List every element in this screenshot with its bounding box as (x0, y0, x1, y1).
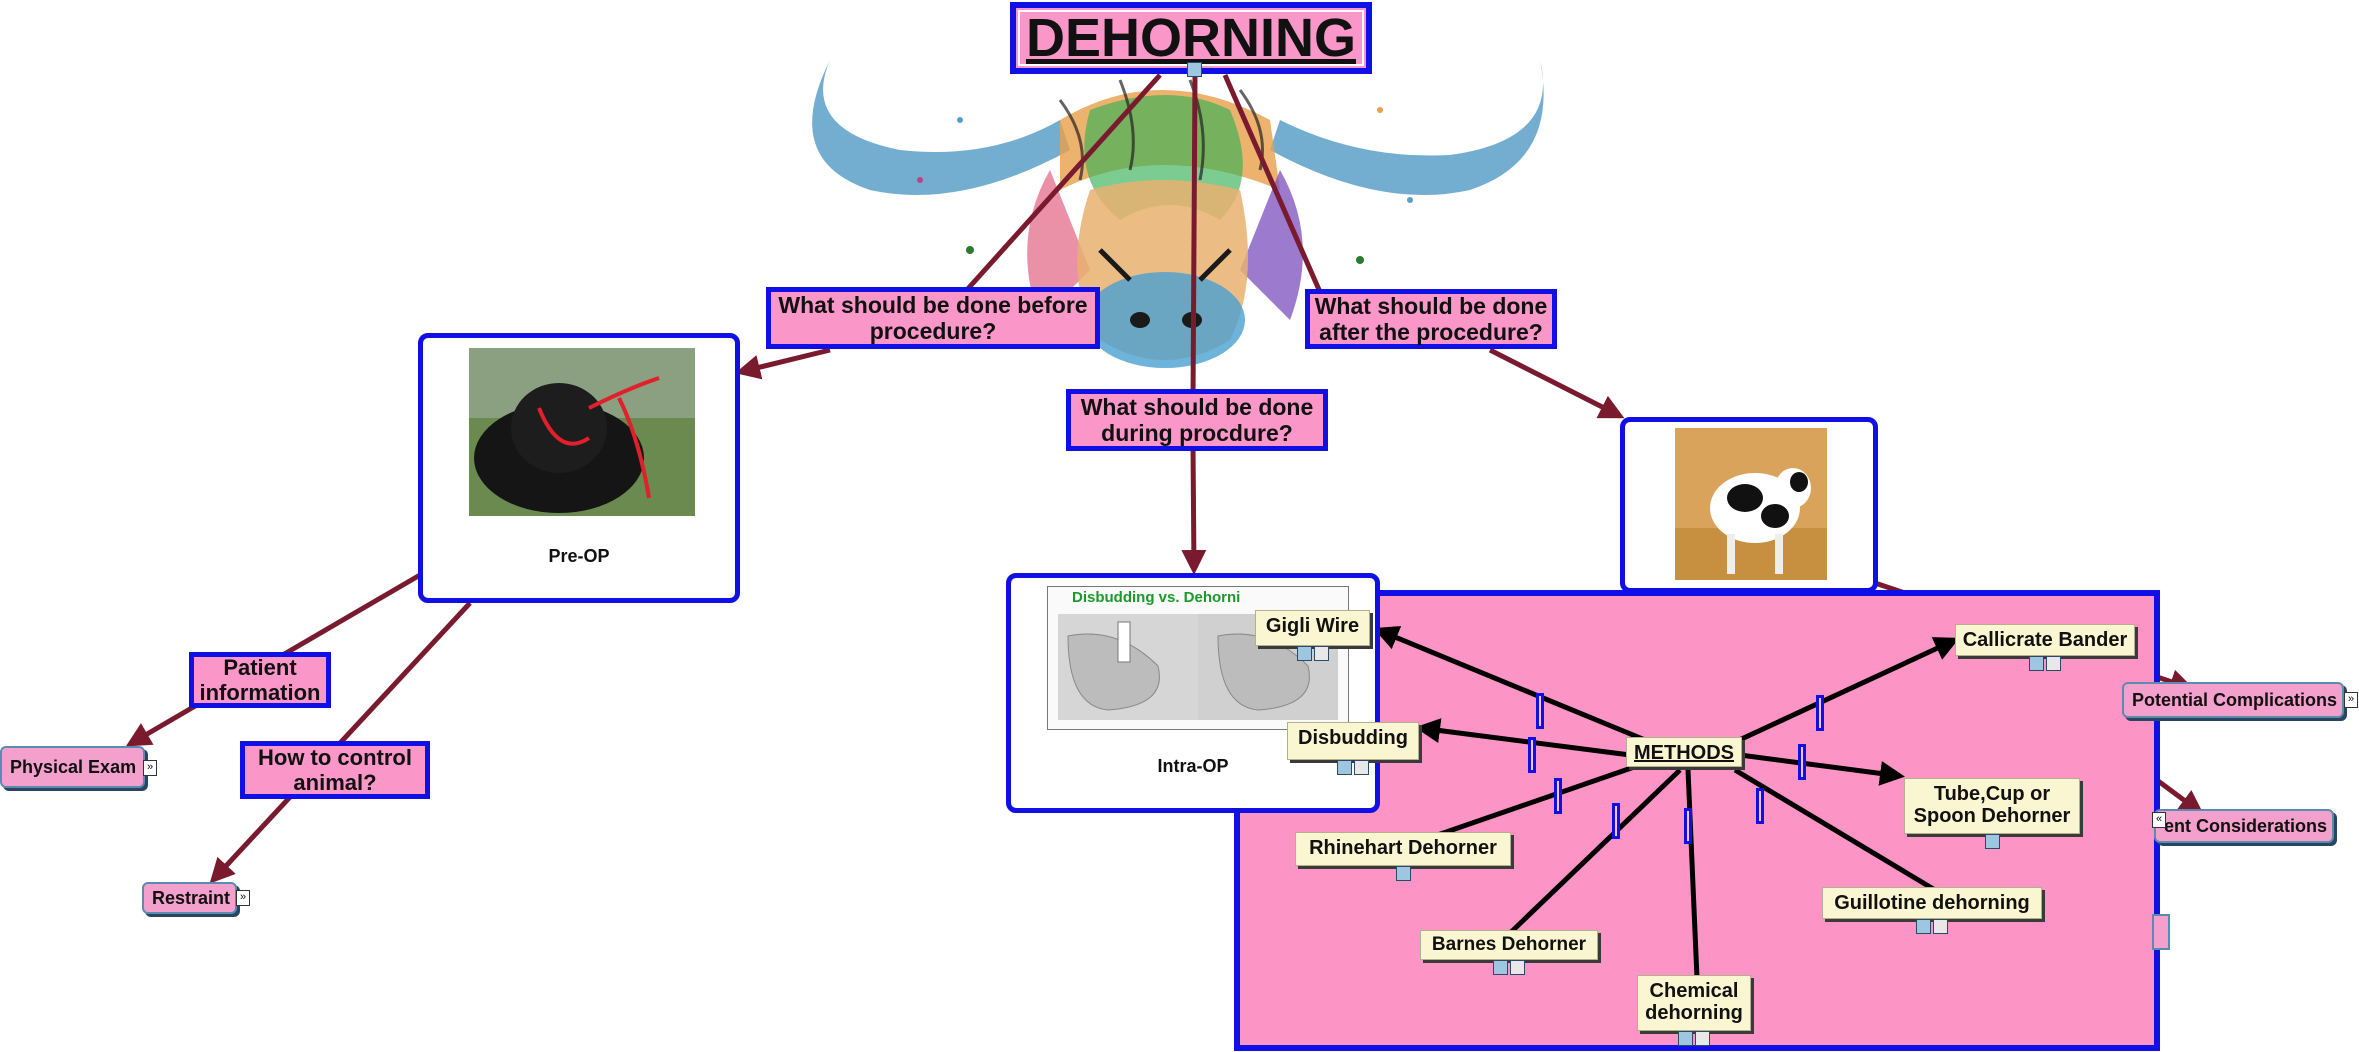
expand-icon[interactable]: » (143, 760, 157, 776)
image-icon[interactable] (1678, 1031, 1693, 1046)
document-icon[interactable] (1510, 960, 1525, 975)
image-icon[interactable] (1984, 834, 2000, 849)
connector-marker[interactable] (1536, 693, 1544, 729)
connector-title-before (963, 73, 1162, 294)
method-disbudding[interactable]: Disbudding (1287, 722, 1419, 775)
expand-icon[interactable]: » (2344, 692, 2358, 708)
black-calf-photo (469, 348, 695, 516)
connector-marker[interactable] (1528, 737, 1536, 773)
image-icon[interactable] (1296, 646, 1312, 661)
method-barnes-dehorner[interactable]: Barnes Dehorner (1420, 930, 1598, 975)
expand-icon[interactable]: « (2152, 812, 2166, 828)
expand-icon[interactable]: » (236, 890, 250, 906)
restraint-leaf[interactable]: Restraint (142, 882, 237, 914)
document-icon[interactable] (1354, 760, 1369, 775)
connector-title-during (1190, 74, 1198, 401)
document-icon[interactable] (1695, 1031, 1710, 1046)
method-chemical-dehorning[interactable]: Chemical dehorning (1637, 975, 1751, 1046)
intra-op-caption: Intra-OP (1157, 756, 1229, 776)
document-icon[interactable] (1933, 919, 1948, 934)
connector-marker[interactable] (1756, 788, 1764, 824)
image-icon[interactable] (1337, 760, 1352, 775)
diagram-heading: Disbudding vs. Dehorni (1072, 589, 1241, 606)
physical-exam-leaf[interactable]: Physical Exam (0, 746, 145, 788)
post-op-card[interactable] (1620, 417, 1878, 593)
document-icon[interactable] (1313, 646, 1329, 661)
method-rhinehart-dehorner[interactable]: Rhinehart Dehorner (1295, 832, 1511, 881)
control-animal-node[interactable]: How to control animal? (240, 741, 430, 799)
method-gigli-wire[interactable]: Gigli Wire (1255, 610, 1370, 661)
question-after[interactable]: What should be done after the procedure? (1305, 289, 1557, 349)
connector-title-after (1222, 73, 1323, 294)
method-tube-cup-spoon-dehorner[interactable]: Tube,Cup or Spoon Dehorner (1904, 778, 2080, 849)
method-guillotine-dehorning[interactable]: Guillotine dehorning (1822, 887, 2042, 934)
pre-op-card[interactable]: Pre-OP (418, 333, 740, 603)
image-icon[interactable] (1395, 866, 1411, 881)
patient-considerations-leaf[interactable]: ent Considerations (2154, 809, 2334, 843)
connector-marker[interactable] (1684, 808, 1692, 844)
disbudding-diagram: Disbudding vs. Dehorni (1047, 586, 1349, 730)
connector-marker[interactable] (1554, 778, 1562, 814)
question-during[interactable]: What should be done during procdure? (1066, 389, 1328, 451)
document-icon[interactable] (2046, 656, 2061, 671)
holstein-calf-photo (1675, 428, 1827, 580)
intra-op-card[interactable]: Disbudding vs. Dehorni Intra-OP (1006, 573, 1380, 813)
patient-information-node[interactable]: Patient information (189, 652, 331, 708)
hidden-leaf-edge (2152, 914, 2170, 950)
method-callicrate-bander[interactable]: Callicrate Bander (1955, 624, 2135, 671)
question-before[interactable]: What should be done before procedure? (766, 287, 1100, 349)
image-icon[interactable] (1187, 62, 1202, 77)
image-icon[interactable] (1493, 960, 1508, 975)
image-icon[interactable] (1916, 919, 1931, 934)
connector-marker[interactable] (1612, 803, 1620, 839)
connector-marker[interactable] (1816, 695, 1824, 731)
pre-op-caption: Pre-OP (548, 546, 610, 566)
image-icon[interactable] (2029, 656, 2044, 671)
title-text: DEHORNING (1025, 7, 1356, 68)
methods-center-node[interactable]: METHODS (1626, 737, 1742, 767)
connector-marker[interactable] (1798, 744, 1806, 780)
potential-complications-leaf[interactable]: Potential Complications (2122, 682, 2344, 718)
